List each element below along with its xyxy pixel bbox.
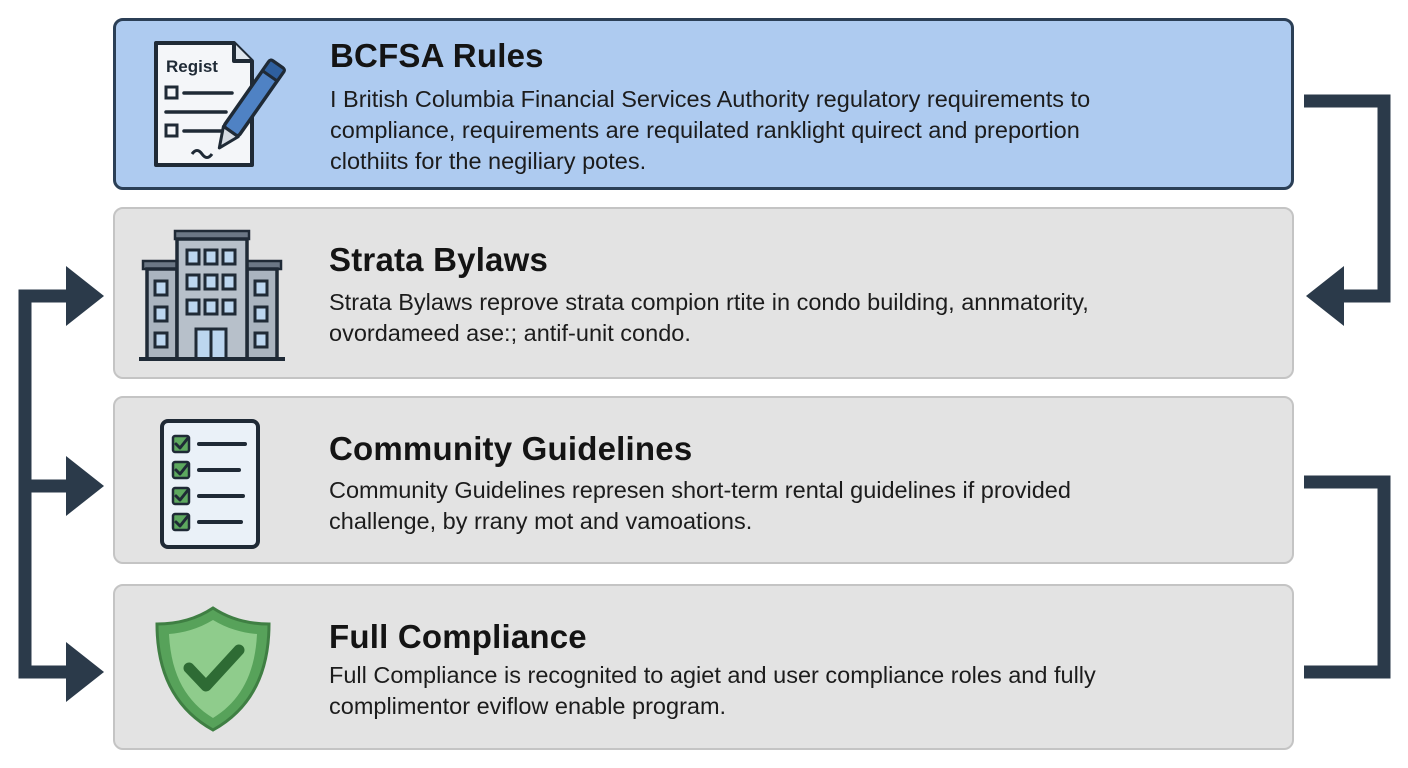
step-description-line: ovordameed ase:; antif-unit condo. <box>329 320 691 346</box>
step-card-strata-bylaws: Strata Bylaws Strata Bylaws reprove stra… <box>113 207 1294 379</box>
step-card-community-guidelines: Community Guidelines Community Guideline… <box>113 396 1294 564</box>
arrow-right-icon <box>66 456 104 516</box>
building-icon <box>139 229 285 361</box>
step-description: I British Columbia Financial Services Au… <box>330 84 1230 177</box>
step-title: Community Guidelines <box>329 430 693 467</box>
step-description-line: Full Compliance is recognited to agiet a… <box>329 662 1096 688</box>
step-title: Full Compliance <box>329 618 587 655</box>
step-description-line: I British Columbia Financial Services Au… <box>330 86 1091 112</box>
step-description-line: Community Guidelines represen short-term… <box>329 477 1071 503</box>
step-description: Community Guidelines represen short-term… <box>329 475 1229 537</box>
step-description-line: compliance, requirements are requilated … <box>330 117 1080 143</box>
left-connector-branches <box>18 266 104 702</box>
step-description-line: complimentor eviflow enable program. <box>329 693 727 719</box>
step-description-line: Strata Bylaws reprove strata compion rti… <box>329 289 1089 315</box>
step-description: Full Compliance is recognited to agiet a… <box>329 660 1229 722</box>
right-connector-card1-to-card2 <box>1304 94 1391 326</box>
step-description-line: clothiits for the negiliary potes. <box>330 148 647 174</box>
step-card-bcfsa-rules: Regist BCFSA Rules I British Columbia Fi… <box>113 18 1294 190</box>
shield-check-icon <box>155 606 271 732</box>
arrow-right-icon <box>66 642 104 702</box>
step-title: Strata Bylaws <box>329 241 549 278</box>
arrow-right-icon <box>66 266 104 326</box>
document-pen-icon: Regist <box>154 41 286 167</box>
step-title: BCFSA Rules <box>330 37 544 74</box>
step-card-full-compliance: Full Compliance Full Compliance is recog… <box>113 584 1294 750</box>
checklist-icon <box>160 419 260 549</box>
document-icon-label: Regist <box>166 57 218 76</box>
step-description: Strata Bylaws reprove strata compion rti… <box>329 287 1229 349</box>
right-connector-card3-to-card4 <box>1304 475 1391 679</box>
step-description-line: challenge, by rrany mot and vamoations. <box>329 508 753 534</box>
